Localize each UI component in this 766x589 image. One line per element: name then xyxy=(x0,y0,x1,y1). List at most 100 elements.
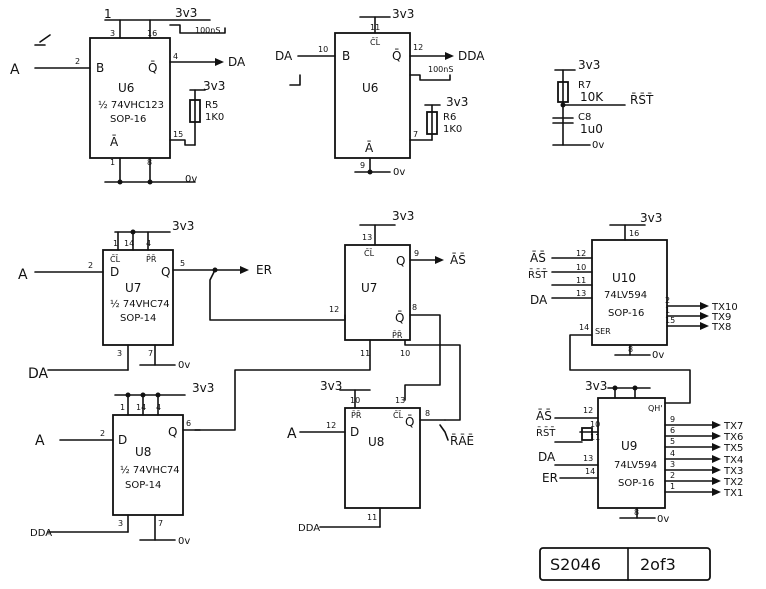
u10-pin2: 2 xyxy=(665,296,670,305)
u6a-pin1: 1 xyxy=(110,158,115,167)
u6b-pin-cl: C̄L̄ xyxy=(370,37,381,47)
r7-value: 10K xyxy=(580,90,604,104)
u7a-pin-pr: P̄R̄ xyxy=(146,254,157,264)
u6b-gnd: 0v xyxy=(393,167,405,178)
u6b-monostable: 3v3 11 C̄L̄ DA 10 B Q̄ 12 DDA 100nS U6 3… xyxy=(275,7,485,178)
u6b-pin11: 11 xyxy=(370,23,380,32)
u7a-body xyxy=(102,249,174,346)
u7a-input-da: DA xyxy=(28,366,49,382)
u7b-flipflop: 3v3 13 C̄L̄ Q 9 ĀS̄ U7 12 8 Q̄ P̄R̄ 11 1… xyxy=(194,209,466,431)
u8b-body xyxy=(344,407,421,509)
r5-name: R5 xyxy=(205,100,218,111)
u7a-pin5: 5 xyxy=(180,259,185,268)
u7b-pin9: 9 xyxy=(414,249,419,258)
u6b-supply: 3v3 xyxy=(392,7,414,21)
u6-monostable: 1 3v3 3 16 100nS A 2 B Q̄ 4 DA U6 ½ 74VH… xyxy=(10,6,246,185)
u10-out-tx9: TX9 xyxy=(711,312,731,323)
sheet-page: 2of3 xyxy=(640,555,676,574)
reset-supply: 3v3 xyxy=(578,58,600,72)
u9-out-tx6: TX6 xyxy=(723,432,743,443)
u6b-pin-b: B xyxy=(342,49,350,63)
u6a-input-a: A xyxy=(10,62,20,78)
u8a-package: SOP-14 xyxy=(125,480,161,491)
u9-package: SOP-16 xyxy=(618,478,654,489)
u6-body xyxy=(89,37,171,159)
u6a-pin3: 3 xyxy=(110,29,115,38)
u6a-pin-a: Ā xyxy=(110,135,119,149)
u9-pin12: 12 xyxy=(583,406,593,415)
u7a-pin3: 3 xyxy=(117,349,122,358)
u7b-supply: 3v3 xyxy=(392,209,414,223)
u7a-pin2: 2 xyxy=(88,261,93,270)
u8a-name: U8 xyxy=(135,445,151,459)
u8a-pin-d: D xyxy=(118,433,127,447)
u8b-supply: 3v3 xyxy=(320,379,342,393)
u8a-supply: 3v3 xyxy=(192,381,214,395)
u8a-flipflop: 3v3 1 14 4 A 2 D Q 6 U8 ½ 74VHC74 SOP-14… xyxy=(30,381,214,547)
u9-input-er: ER xyxy=(542,471,558,485)
u9-out-tx5: TX5 xyxy=(723,443,743,454)
u9-supply: 3v3 xyxy=(585,379,607,393)
u7b-pin13: 13 xyxy=(362,233,372,242)
u6b-input-da: DA xyxy=(275,49,293,63)
c8-name: C8 xyxy=(578,112,591,123)
u9-input-da: DA xyxy=(538,450,556,464)
u8a-pin14: 14 xyxy=(136,403,146,412)
reset-rc-network: 3v3 R7 10K R̄S̄T̄ C8 1u0 0v xyxy=(552,58,654,151)
u9-out-tx2: TX2 xyxy=(723,477,743,488)
sheet-label: S2046 2of3 xyxy=(539,547,711,581)
u8b-pin8: 8 xyxy=(425,409,430,418)
r7-name: R7 xyxy=(578,80,591,91)
u8b-pin-d: D xyxy=(350,425,359,439)
u6a-pin2: 2 xyxy=(75,57,80,66)
reset-output-rst: R̄S̄T̄ xyxy=(630,93,654,107)
u8b-input-a: A xyxy=(287,426,297,442)
u7a-pin14: 14 xyxy=(124,239,134,248)
sheet-number: S2046 xyxy=(550,555,601,574)
u6b-pin9: 9 xyxy=(360,161,365,170)
u9-pin4: 4 xyxy=(670,449,675,458)
u9-pin13: 13 xyxy=(583,454,593,463)
u8b-pin-q-bar: Q̄ xyxy=(405,415,414,429)
u10-pin10: 10 xyxy=(576,263,586,272)
u7a-flipflop: 3v3 1 14 4 C̄L̄ P̄R̄ A 2 D Q 5 ER U7 ½ 7… xyxy=(18,219,346,382)
u10-out-tx10: TX10 xyxy=(711,302,738,313)
u10-pin16: 16 xyxy=(629,229,639,238)
u6b-pin12: 12 xyxy=(413,43,423,52)
u9-out-tx1: TX1 xyxy=(723,488,743,499)
u10-pin14: 14 xyxy=(579,323,589,332)
u8a-pin6: 6 xyxy=(186,419,191,428)
u9-pin10: 10 xyxy=(590,420,600,429)
u6b-pin10: 10 xyxy=(318,45,328,54)
u10-part: 74LV594 xyxy=(604,290,647,301)
u7b-pin10: 10 xyxy=(400,349,410,358)
u7a-name: U7 xyxy=(125,281,141,295)
u8a-pin4: 4 xyxy=(156,403,161,412)
u7b-pin-pr: P̄R̄ xyxy=(392,330,403,340)
u6a-part: ½ 74VHC123 xyxy=(98,99,164,111)
u7b-pin11: 11 xyxy=(360,349,370,358)
u7a-pin-cl: C̄L̄ xyxy=(110,254,121,264)
u6a-gnd: 0v xyxy=(185,174,197,185)
u10-pin13: 13 xyxy=(576,289,586,298)
u8a-input-a: A xyxy=(35,433,45,449)
u6b-name: U6 xyxy=(362,81,378,95)
u9-part: 74LV594 xyxy=(614,460,657,471)
u9-out-tx4: TX4 xyxy=(723,455,743,466)
u9-pin5: 5 xyxy=(670,437,675,446)
u10-name: U10 xyxy=(612,271,636,285)
u7b-name: U7 xyxy=(361,281,377,295)
c8-value: 1u0 xyxy=(580,122,603,136)
u9-input-rst: R̄S̄T̄ xyxy=(536,426,556,439)
u6a-name: U6 xyxy=(118,81,134,95)
u7a-pin1: 1 xyxy=(113,239,118,248)
u8a-gnd: 0v xyxy=(178,536,190,547)
u6a-pin-label: 1 xyxy=(104,7,112,21)
u10-pin8: 8 xyxy=(628,345,633,354)
u7a-gnd: 0v xyxy=(178,360,190,371)
u8b-output-rae: R̄ĀĒ xyxy=(450,434,474,448)
u9-pin9: 9 xyxy=(670,415,675,424)
u7a-package: SOP-14 xyxy=(120,313,156,324)
u8b-pin12: 12 xyxy=(326,421,336,430)
